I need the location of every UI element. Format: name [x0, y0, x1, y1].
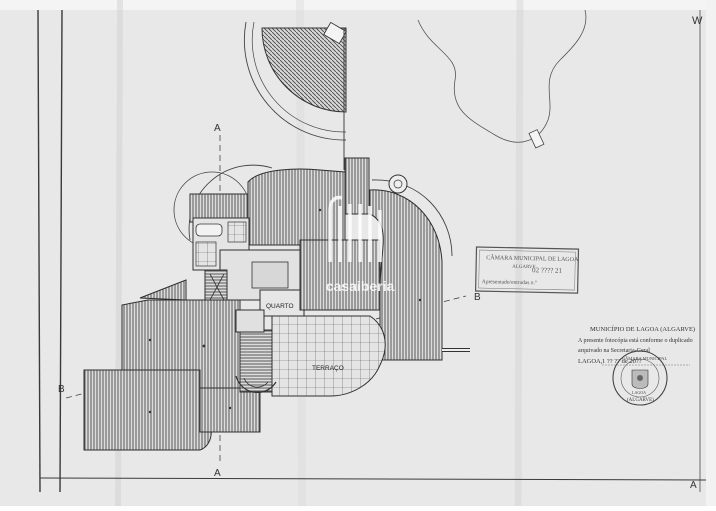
section-letter-a-top: A [214, 123, 221, 134]
round-seal: CÂMARA MUNICIPAL (ALGARVE) LAGOA [612, 350, 668, 406]
certification-block: MUNICÍPIO DE LAGOA (ALGARVE) A presente … [578, 325, 695, 366]
seal-text-bottom: (ALGARVE) [627, 398, 654, 403]
cert-line2: A presente fotocópia está conforme o dup… [578, 337, 693, 344]
stamp-line1: CÂMARA MUNICIPAL DE LAGOA [486, 253, 579, 263]
fan-stair-top [243, 21, 347, 170]
watermark: casaiberia [326, 195, 395, 294]
section-letter-b-right: B [474, 292, 481, 303]
sheet-border [37, 9, 707, 493]
building-footprint: QUARTO TERRAÇO [83, 157, 470, 451]
cert-line3: arquivado na Secretaria-Geral [578, 348, 650, 354]
cert-line4-prefix: LAGOA, [578, 358, 603, 365]
cert-line4-date: 1 ?? ?? de 20?? [602, 358, 642, 365]
section-letter-b-left: B [58, 384, 65, 395]
cert-line1: MUNICÍPIO DE LAGOA (ALGARVE) [590, 325, 695, 333]
garden-outline [417, 9, 587, 143]
stamp-number: 02 ???? 21 [532, 266, 563, 275]
seal-text-top: CÂMARA MUNICIPAL [622, 356, 667, 361]
municipal-stamp: CÂMARA MUNICIPAL DE LAGOA ALGARVE 02 ???… [474, 246, 580, 294]
stamp-line3: Apresentado/entradas n.º [482, 279, 537, 286]
watermark-text: casaiberia [326, 278, 395, 294]
room-label-terraco: TERRAÇO [312, 365, 344, 372]
corner-mark: W [692, 15, 703, 27]
section-letter-a-bottom: A [214, 468, 221, 479]
seal-small: LAGOA [632, 390, 646, 395]
stamp-line2: ALGARVE [512, 265, 536, 270]
section-letter-a-right: A [690, 480, 697, 491]
drainage-marks [148, 208, 422, 414]
room-label-quarto: QUARTO [266, 303, 294, 310]
